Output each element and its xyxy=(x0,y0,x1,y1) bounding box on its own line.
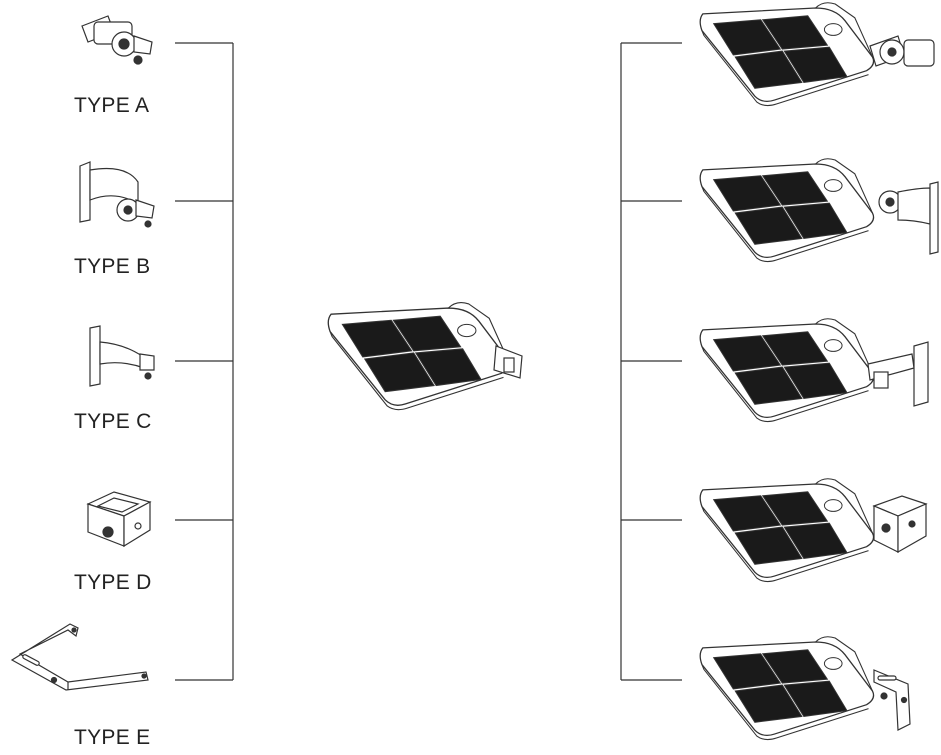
type-c-label: TYPE C xyxy=(74,410,152,433)
square-pole-mount-icon xyxy=(86,491,152,548)
yoke-mount-icon xyxy=(10,623,149,691)
slipfitter-mount-icon xyxy=(81,15,153,65)
fixture-with-wall-bracket-icon xyxy=(699,158,939,263)
type-d-label: TYPE D xyxy=(74,571,152,594)
wall-bracket-mount-icon xyxy=(79,161,155,228)
fixture-with-square-pole-mount-icon xyxy=(699,478,928,583)
arm-mount-icon xyxy=(89,325,155,387)
shoebox-area-light-icon xyxy=(327,301,523,411)
fixture-with-yoke-mount-icon xyxy=(699,636,911,741)
type-e-label: TYPE E xyxy=(74,726,151,749)
type-a-label: TYPE A xyxy=(74,94,150,117)
type-b-label: TYPE B xyxy=(74,255,151,278)
fixture-with-slipfitter-icon xyxy=(699,2,935,107)
fixture-with-arm-mount-icon xyxy=(699,318,929,423)
